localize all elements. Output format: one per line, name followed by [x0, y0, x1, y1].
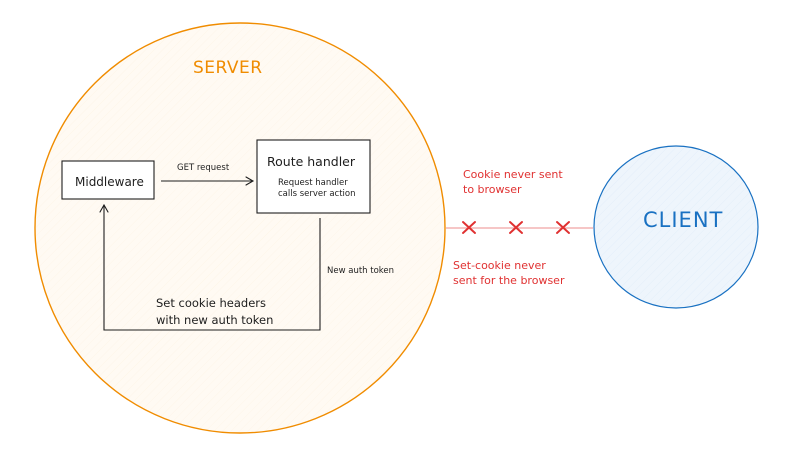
route-handler-subtitle: Request handler calls server action: [278, 178, 356, 200]
blocked-cross-1-icon: [462, 221, 476, 234]
server-title: SERVER: [193, 58, 263, 78]
middleware-label: Middleware: [75, 175, 144, 189]
get-request-label: GET request: [177, 163, 230, 173]
route-handler-title: Route handler: [267, 154, 356, 169]
route-handler-box: [256, 139, 371, 214]
blocked-cross-2-icon: [509, 221, 523, 234]
cookie-never-sent-note: Cookie never sent to browser: [463, 168, 563, 197]
blocked-cross-3-icon: [556, 221, 570, 234]
middleware-box: [61, 160, 155, 200]
new-auth-token-label: New auth token: [327, 266, 395, 276]
set-cookie-headers-label: Set cookie headers with new auth token: [156, 296, 274, 327]
auth-token-return-path: [99, 203, 321, 331]
client-title: CLIENT: [643, 208, 724, 232]
set-cookie-never-sent-note: Set-cookie never sent for the browser: [453, 259, 565, 288]
